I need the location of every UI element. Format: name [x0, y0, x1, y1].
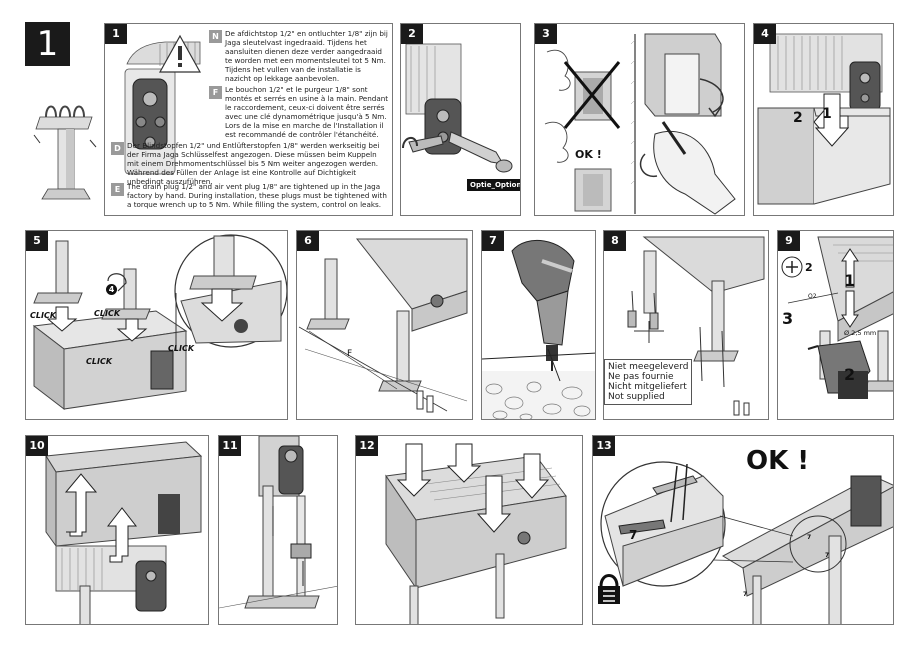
cover-press-down-illustration	[385, 443, 567, 624]
step-4-panel: 4 1 2	[753, 23, 894, 216]
instruction-text-nl: De afdichtstop 1/2" en ontluchter 1/8" z…	[225, 29, 388, 83]
step-number: 12	[356, 436, 378, 456]
anchor-insert-illustration	[627, 236, 765, 416]
step-marker: 7	[629, 528, 638, 542]
click-label: CLICK	[30, 311, 57, 320]
lang-badge-en: E	[111, 183, 124, 196]
step-1-panel: 1 N De afdichtstop 1/2" en ontluchter 1/…	[104, 23, 393, 216]
step-9-panel: 9 2 O2 Ø 2,5 mm 1 2 3	[777, 230, 894, 420]
sequence-number-2: 2	[844, 365, 856, 384]
radiator-insert-illustration	[757, 33, 891, 205]
drill-size-label: Ø 2,5 mm	[844, 329, 877, 337]
option-label: Optie_Option	[467, 179, 520, 191]
screw-fixing-illustration	[781, 236, 893, 399]
ok-label: OK !	[575, 148, 602, 161]
step-13-panel: 13 OK ! 7 7 7 7	[592, 435, 894, 625]
step-marker-small: 7	[743, 591, 748, 598]
step-5-panel: 5 CLICK CLICK CLICK CLICK 4	[25, 230, 288, 420]
instruction-text-fr: Le bouchon 1/2" et le purgeur 1/8" sont …	[225, 85, 389, 139]
step-8-panel: 8 Niet meegeleverd Ne pas fournie Nicht …	[603, 230, 769, 420]
dimension-label: O2	[808, 293, 817, 300]
step-marker-small: 7	[807, 534, 812, 541]
step-2-panel: 2 Optie_Option	[400, 23, 521, 216]
pipe-connection-illustration	[219, 436, 337, 609]
step-marker-small: 7	[825, 552, 830, 559]
step-12-panel: 12	[355, 435, 583, 625]
arrow-number-1: 1	[822, 106, 832, 122]
not-supplied-text: Niet meegeleverd	[608, 362, 689, 372]
step-number: 9	[778, 231, 800, 251]
step-11-panel: 11	[218, 435, 338, 625]
drilling-illustration	[482, 239, 595, 419]
arrow-number-2: 2	[793, 110, 803, 126]
step-number: 11	[219, 436, 241, 456]
lang-badge-nl: N	[209, 30, 222, 43]
step-number: 10	[26, 436, 48, 456]
step-number: 13	[593, 436, 615, 456]
screw-count-label: 2	[805, 261, 813, 274]
step-number: 4	[754, 24, 776, 44]
step-number: 7	[482, 231, 504, 251]
step-number: 5	[26, 231, 48, 251]
instruction-text-en: The drain plug 1/2" and air vent plug 1/…	[127, 182, 387, 209]
step-7-panel: 7	[481, 230, 596, 420]
not-supplied-text: Ne pas fournie	[608, 372, 674, 382]
step-number: 2	[401, 24, 423, 44]
step-10-panel: 10	[25, 435, 209, 625]
click-label: CLICK	[168, 344, 195, 353]
step-3-panel: 3 OK !	[534, 23, 745, 216]
bracket-stand-illustration	[33, 105, 97, 200]
step-number: 1	[105, 24, 127, 44]
click-label: CLICK	[86, 357, 113, 366]
not-supplied-note: Niet meegeleverd Ne pas fournie Nicht mi…	[604, 359, 693, 405]
distance-label: F	[347, 349, 353, 359]
step-6-panel: 6 F	[296, 230, 473, 420]
not-supplied-text: Nicht mitgeliefert	[608, 382, 687, 392]
step-number: 6	[297, 231, 319, 251]
floor-measure-illustration	[298, 238, 468, 413]
step-number: 8	[604, 231, 626, 251]
instruction-text-de: Der Blindstopfen 1/2" und Entlüfterstopf…	[127, 141, 380, 186]
sequence-number-3: 3	[782, 309, 794, 328]
wall-mount-check-illustration	[544, 33, 736, 215]
lang-badge-de: D	[111, 142, 124, 155]
step-marker: 4	[106, 284, 117, 295]
radiator-end-illustration	[124, 34, 202, 175]
cover-lift-illustration	[45, 441, 203, 624]
step-number: 3	[535, 24, 557, 44]
not-supplied-text: Not supplied	[608, 392, 665, 402]
page-number: 1	[25, 22, 70, 66]
sequence-number-1: 1	[844, 271, 856, 290]
lang-badge-fr: F	[209, 86, 222, 99]
final-assembly-illustration	[598, 461, 893, 624]
bracket-click-illustration	[32, 234, 287, 411]
wrench-tightening-illustration	[402, 43, 513, 173]
ok-label: OK !	[746, 446, 810, 476]
click-label: CLICK	[94, 309, 121, 318]
